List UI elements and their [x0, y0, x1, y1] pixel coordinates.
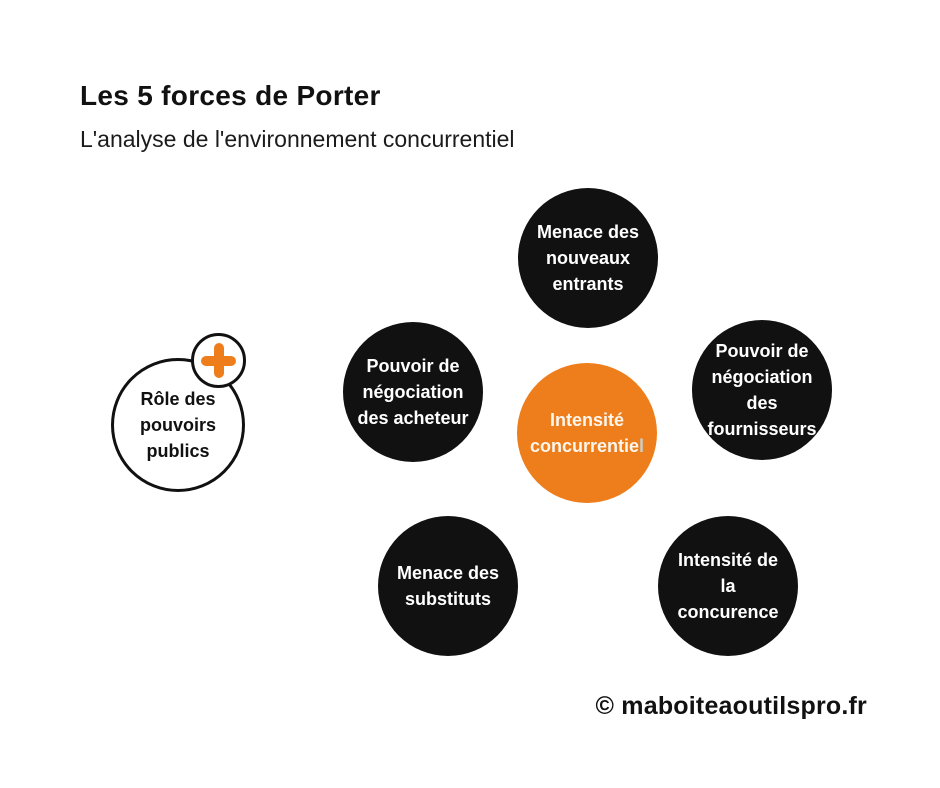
- force-label-line: publics: [146, 441, 210, 461]
- force-circle-suppliers-power: Pouvoir de négociation des fournisseurs: [692, 320, 832, 460]
- force-label-muted-letter: l: [639, 436, 645, 456]
- force-label-line: pouvoirs: [139, 415, 216, 435]
- force-label-line: Menace des: [536, 222, 640, 242]
- force-circle-buyers-power: Pouvoir de négociation des acheteur: [343, 322, 483, 462]
- plus-badge: [191, 333, 246, 388]
- force-label-line: Intensité: [549, 410, 624, 430]
- force-label-line: concurrentiel: [530, 433, 644, 459]
- force-label-line: nouveaux: [545, 248, 631, 268]
- force-circle-rivalry: Intensité de la concurence: [658, 516, 798, 656]
- copyright-credit: © maboiteaoutilspro.fr: [595, 692, 867, 720]
- force-label-line: la: [720, 576, 736, 596]
- force-circle-competitive-intensity: Intensité concurrentiel: [517, 363, 657, 503]
- force-label-line: des acheteur: [357, 408, 469, 428]
- force-circle-substitutes: Menace des substituts: [378, 516, 518, 656]
- force-label-line: Pouvoir de: [366, 356, 460, 376]
- page-subtitle: L'analyse de l'environnement concurrenti…: [80, 126, 515, 152]
- force-label-line: substituts: [404, 589, 491, 609]
- force-label-line: des: [746, 393, 778, 413]
- force-label-line: fournisseurs: [707, 419, 817, 439]
- force-label-line: Intensité de: [677, 550, 779, 570]
- force-label-line: Menace des: [396, 563, 500, 583]
- force-label-line: entrants: [552, 274, 624, 294]
- force-label-line: négociation: [362, 382, 464, 402]
- force-label-line: concurence: [677, 602, 779, 622]
- force-label-line: Rôle des: [140, 389, 216, 409]
- force-circle-new-entrants: Menace des nouveaux entrants: [518, 188, 658, 328]
- page-title: Les 5 forces de Porter: [80, 80, 381, 111]
- force-label-line: négociation: [711, 367, 813, 387]
- force-label-line: Pouvoir de: [715, 341, 809, 361]
- plus-icon: [201, 343, 236, 378]
- force-label-text: concurrentie: [529, 436, 639, 456]
